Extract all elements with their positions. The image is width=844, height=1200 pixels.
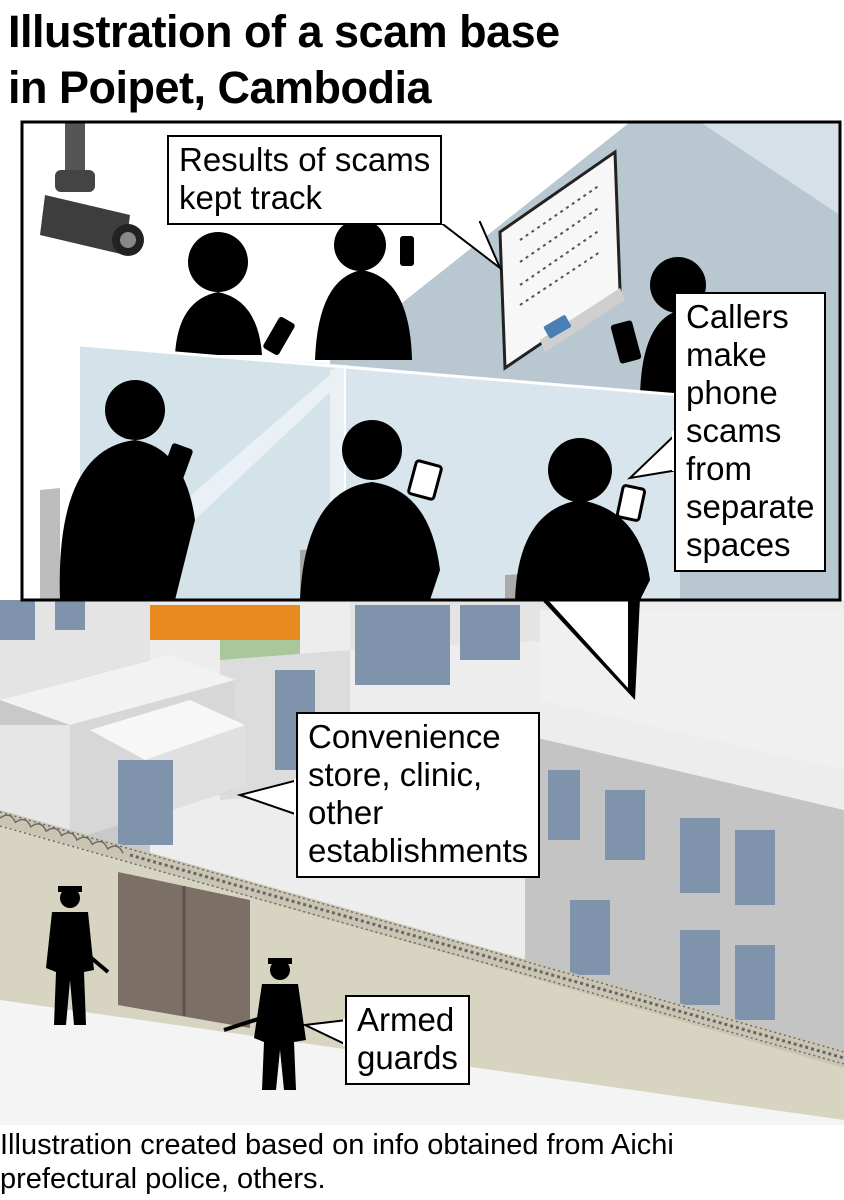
- label-callers-line-5: from: [686, 450, 752, 487]
- label-armed-guards: Armed guards: [345, 995, 470, 1085]
- label-callers-line-4: scams: [686, 412, 782, 449]
- label-results-line-2: kept track: [179, 179, 323, 216]
- label-callers-line-6: separate: [686, 488, 815, 525]
- label-results-tracked: Results of scams kept track: [167, 135, 443, 225]
- label-stores-line-2: store, clinic,: [308, 756, 483, 793]
- label-stores-line-3: other: [308, 794, 384, 831]
- label-guards-line-1: Armed: [357, 1001, 455, 1038]
- gate: [118, 872, 250, 1028]
- label-establishments: Convenience store, clinic, other establi…: [296, 712, 541, 878]
- label-callers-line-7: spaces: [686, 526, 791, 563]
- label-callers-line-3: phone: [686, 374, 778, 411]
- whiteboard-icon: [498, 149, 625, 371]
- room-frame: [20, 120, 842, 602]
- label-stores-line-1: Convenience: [308, 718, 501, 755]
- perimeter-wall: [0, 810, 844, 1120]
- smartphone-icon: [407, 459, 443, 501]
- label-guards-line-2: guards: [357, 1039, 458, 1076]
- label-callers-line-2: make: [686, 336, 767, 373]
- source-note-line-2: prefectural police, others.: [0, 1163, 326, 1195]
- soldier-silhouette-icon: [46, 886, 306, 1090]
- label-stores-line-4: establishments: [308, 832, 529, 869]
- label-callers: Callers make phone scams from separate s…: [674, 292, 827, 572]
- store-blocks: [0, 655, 245, 860]
- source-note: Illustration created based on info obtai…: [0, 1128, 844, 1196]
- source-note-line-1: Illustration created based on info obtai…: [0, 1129, 674, 1161]
- label-callers-line-1: Callers: [686, 298, 789, 335]
- page-title: Illustration of a scam base in Poipet, C…: [8, 4, 838, 116]
- title-line-1: Illustration of a scam base: [8, 6, 560, 57]
- label-results-line-1: Results of scams: [179, 141, 431, 178]
- cctv-camera-icon: [40, 122, 144, 256]
- title-line-2: in Poipet, Cambodia: [8, 62, 432, 113]
- caller-silhouettes: [40, 380, 650, 600]
- razor-wire-icon: [0, 811, 844, 1065]
